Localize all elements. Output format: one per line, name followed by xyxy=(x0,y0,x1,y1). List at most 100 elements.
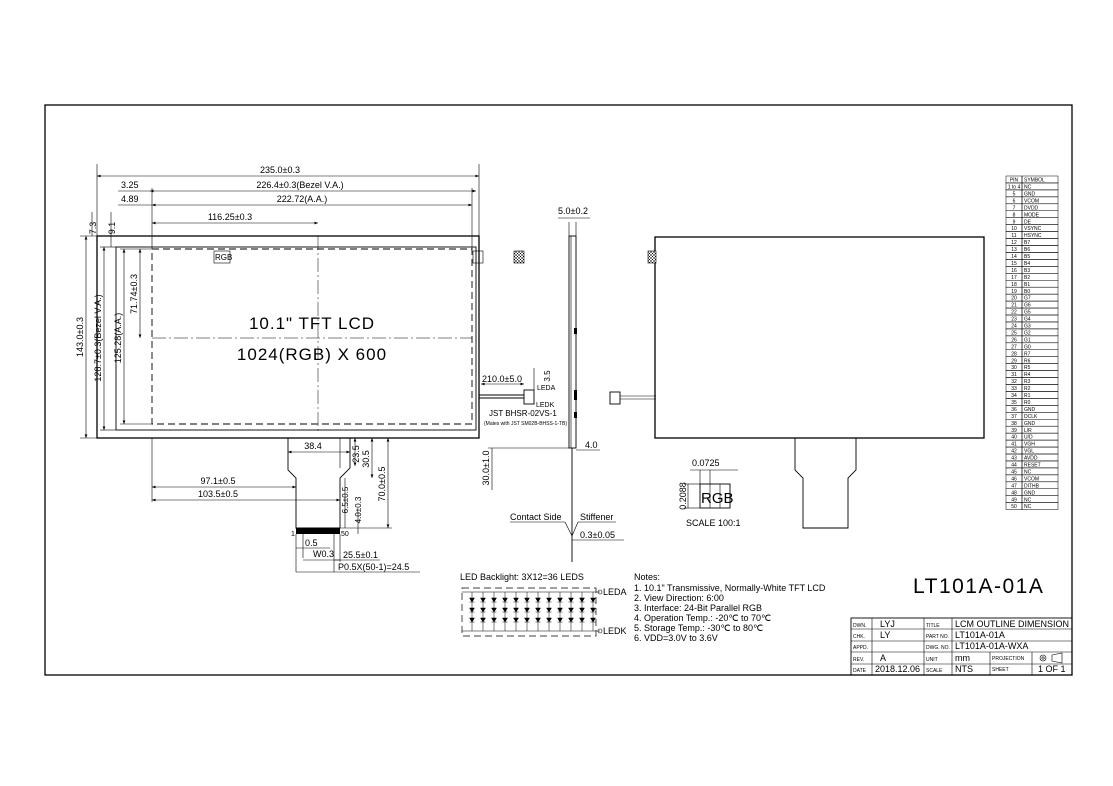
led-diode-icon xyxy=(480,597,486,603)
led-diode-icon xyxy=(557,617,563,623)
led-diode-icon xyxy=(568,597,574,603)
pin-number: 10 xyxy=(1011,226,1017,232)
pin-number: 5 xyxy=(1013,191,1016,197)
tb-chk-label: CHK. xyxy=(853,634,865,640)
pin-symbol: DE xyxy=(1024,219,1032,225)
led-diode-icon xyxy=(502,597,508,603)
pin-symbol: G1 xyxy=(1024,337,1031,343)
pin-number: 11 xyxy=(1011,233,1016,239)
pin-number: 18 xyxy=(1011,282,1017,288)
pin-number: 13 xyxy=(1011,247,1017,253)
display-resolution-text: 1024(RGB) X 600 xyxy=(237,345,387,364)
pin-symbol: R6 xyxy=(1024,358,1031,364)
pin-number: 7 xyxy=(1013,205,1016,211)
pin-symbol: GND xyxy=(1024,490,1036,496)
tb-projection-label: PROJECTION xyxy=(992,656,1025,662)
backlight-connector: 210.0±5.0 3.5 LEDA LEDK JST BHSR-02VS-1 … xyxy=(479,368,567,427)
dim-fpc-d2: 30.5 xyxy=(361,450,371,468)
note-4: 4. Operation Temp.: -20℃ to 70℃ xyxy=(634,613,771,623)
pin-number: 39 xyxy=(1011,428,1017,434)
led-diode-icon xyxy=(502,607,508,613)
pin-number: 46 xyxy=(1011,476,1017,482)
connector-name: JST BHSR-02VS-1 xyxy=(489,409,557,418)
pin-symbol: G6 xyxy=(1024,303,1031,309)
pin-symbol: GND xyxy=(1024,421,1036,427)
led-diode-icon xyxy=(469,597,475,603)
pin-number: 16 xyxy=(1011,268,1017,274)
dim-left-offset-2: 4.89 xyxy=(121,194,139,204)
dim-overall-width: 235.0±0.3 xyxy=(260,165,300,175)
display-size-text: 10.1" TFT LCD xyxy=(249,314,375,333)
rgb-tag: RGB xyxy=(215,253,232,262)
pin-number: 28 xyxy=(1011,351,1017,357)
led-diode-icon xyxy=(480,607,486,613)
pin-symbol: HSYNC xyxy=(1024,233,1042,239)
pin-number: 45 xyxy=(1011,469,1017,475)
back-outline xyxy=(654,236,985,439)
dim-fpc-d5: 4.0±0.3 xyxy=(354,496,363,523)
tb-sheet-label: SHEET xyxy=(992,667,1009,673)
dim-bezel-va-height: 128.7±0.3(Bezel V.A.) xyxy=(93,294,103,381)
led-diode-icon xyxy=(469,607,475,613)
side-view: 5.0±0.2 4.0 30.0±1.0 Contact Side Stiffe… xyxy=(481,206,624,562)
pin-number: 8 xyxy=(1013,212,1016,218)
led-diode-icon xyxy=(546,597,552,603)
note-6: 6. VDD=3.0V to 3.6V xyxy=(634,633,718,643)
label-stiffener: Stiffener xyxy=(580,512,613,522)
pin-symbol: G5 xyxy=(1024,310,1031,316)
pin-symbol: VCOM xyxy=(1024,476,1039,482)
pin-number: 50 xyxy=(1011,504,1017,510)
pin-symbol: B2 xyxy=(1024,275,1030,281)
pin-number: 43 xyxy=(1011,456,1017,462)
led-diode-icon xyxy=(524,597,530,603)
pin-symbol: B7 xyxy=(1024,240,1030,246)
dim-30: 30.0±1.0 xyxy=(481,451,491,486)
pin-number: 27 xyxy=(1011,344,1017,350)
note-3: 3. Interface: 24-Bit Parallel RGB xyxy=(634,603,762,613)
connector-mate: (Mates with JST SM02B-BHSS-1-TB) xyxy=(484,421,567,427)
note-2: 2. View Direction: 6:00 xyxy=(634,593,724,603)
pin-number: 1 to 4 xyxy=(1008,185,1021,191)
backlight-leda: LEDA xyxy=(603,587,627,597)
pin-number: 25 xyxy=(1011,330,1017,336)
dim-half-height: 71.74±0.3 xyxy=(129,274,139,314)
pin-number: 20 xyxy=(1011,296,1017,302)
notes: Notes: 1. 10.1" Transmissive, Normally-W… xyxy=(634,572,826,643)
tb-part-label: PART NO. xyxy=(926,634,949,640)
dim-top-offset-2: 9.1 xyxy=(107,222,117,235)
tb-appd-label: APPD. xyxy=(853,645,868,651)
pin-symbol: NC xyxy=(1024,185,1032,191)
led-diode-icon xyxy=(535,617,541,623)
dim-thickness: 5.0±0.2 xyxy=(558,206,588,216)
pin-number: 14 xyxy=(1011,254,1017,260)
tb-sheet: 1 OF 1 xyxy=(1038,664,1066,674)
led-diode-icon xyxy=(557,607,563,613)
label-leda: LEDA xyxy=(537,385,556,392)
pin-symbol: DVDD xyxy=(1024,205,1039,211)
pin-number: 44 xyxy=(1011,463,1017,469)
pin-symbol: R3 xyxy=(1024,379,1031,385)
pin-symbol: G3 xyxy=(1024,324,1031,330)
dim-connector-height: 3.5 xyxy=(543,370,552,382)
led-diode-icon xyxy=(546,617,552,623)
led-backlight-schematic: LED Backlight: 3X12=36 LEDS LEDA LEDK xyxy=(460,572,627,637)
led-diode-icon xyxy=(568,617,574,623)
